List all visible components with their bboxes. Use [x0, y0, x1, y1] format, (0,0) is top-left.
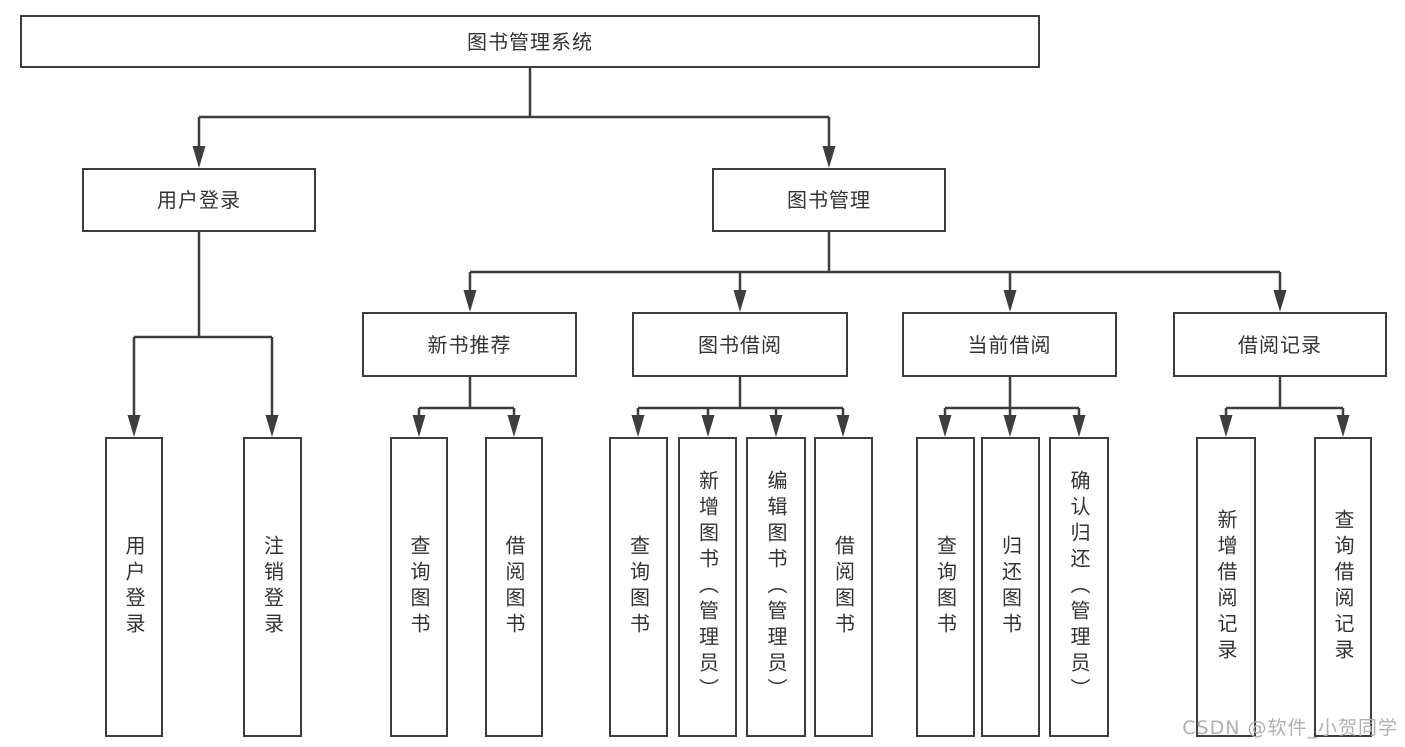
leaf-borrow-borrow-books: 借阅图书: [814, 437, 873, 737]
leaf-records-query-record: 查询借阅记录: [1314, 437, 1372, 737]
leaf-records-add-record: 新增借阅记录: [1196, 437, 1256, 737]
leaf-current-query-books: 查询图书: [916, 437, 975, 737]
node-book-borrow: 图书借阅: [632, 312, 848, 377]
leaf-newbook-query-books: 查询图书: [390, 437, 448, 737]
node-book-management: 图书管理: [712, 168, 946, 232]
leaf-current-confirm-return-admin: 确认归还（管理员）: [1049, 437, 1109, 737]
leaf-borrow-query-books: 查询图书: [609, 437, 668, 737]
node-root-library-system: 图书管理系统: [20, 15, 1040, 68]
leaf-user-login: 用户登录: [105, 437, 163, 737]
node-current-borrow: 当前借阅: [902, 312, 1117, 377]
connector-paths: [132, 68, 1345, 419]
leaf-borrow-add-books-admin: 新增图书（管理员）: [678, 437, 737, 737]
node-borrow-records: 借阅记录: [1173, 312, 1387, 377]
arrowheads: [127, 146, 1350, 437]
leaf-newbook-borrow-books: 借阅图书: [485, 437, 543, 737]
node-user-login: 用户登录: [82, 168, 316, 232]
csdn-watermark: CSDN @软件_小贺同学: [1182, 717, 1398, 739]
leaf-logout: 注销登录: [243, 437, 302, 737]
leaf-current-return-books: 归还图书: [981, 437, 1040, 737]
leaf-borrow-edit-books-admin: 编辑图书（管理员）: [746, 437, 806, 737]
node-new-book-recommend: 新书推荐: [362, 312, 577, 377]
